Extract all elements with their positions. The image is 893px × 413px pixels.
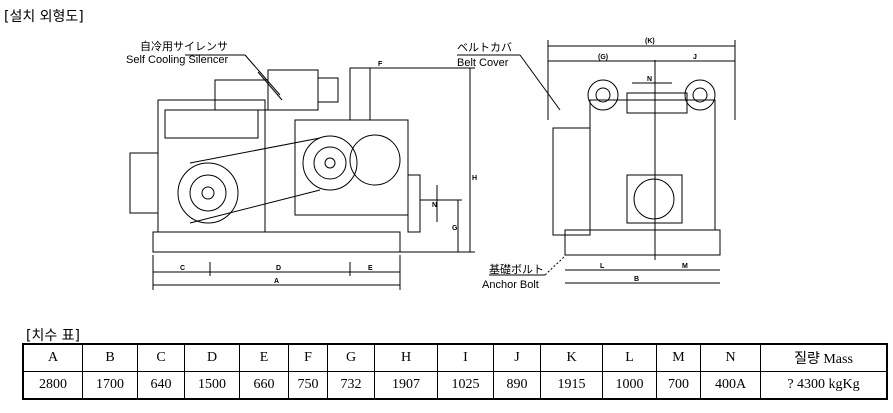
inlet-flange xyxy=(129,152,159,214)
header-cell: H xyxy=(374,343,438,372)
value-cell: 1915 xyxy=(540,371,603,400)
header-cell: B xyxy=(82,343,138,372)
base-frame xyxy=(152,231,401,253)
value-cell: 1700 xyxy=(82,371,138,400)
header-cell: G xyxy=(327,343,375,372)
blower-housing xyxy=(157,99,266,233)
header-cell: C xyxy=(137,343,185,372)
drawing-section-title: [설치 외형도] xyxy=(4,9,84,25)
dim-E: E xyxy=(368,265,373,272)
dim-C: C xyxy=(180,265,185,272)
belt-cover-label-en: Belt Cover xyxy=(457,57,509,69)
value-cell: 660 xyxy=(239,371,289,400)
belt-cover-label-jp: ベルトカバ xyxy=(457,41,512,54)
dim-F: F xyxy=(378,61,383,68)
value-cell: 1907 xyxy=(374,371,438,400)
header-cell: I xyxy=(437,343,494,372)
value-cell: 700 xyxy=(656,371,701,400)
dim-A: A xyxy=(274,278,279,285)
header-cell: F xyxy=(288,343,328,372)
side-view xyxy=(129,67,475,290)
header-cell: D xyxy=(184,343,240,372)
value-cell: 1500 xyxy=(184,371,240,400)
dim-J: J xyxy=(693,54,697,61)
installation-drawing: C D E A F H G N 自冷用サイレンサ Self Cooling Si… xyxy=(126,38,736,291)
header-cell: L xyxy=(602,343,657,372)
dim-L: L xyxy=(600,263,605,270)
value-cell: 732 xyxy=(327,371,375,400)
header-cell: J xyxy=(493,343,541,372)
header-cell: A xyxy=(22,343,83,372)
value-cell: 1000 xyxy=(602,371,657,400)
header-cell: K xyxy=(540,343,603,372)
value-cell: ? 4300 kgKg xyxy=(760,371,888,400)
header-cell: E xyxy=(239,343,289,372)
value-cell: 750 xyxy=(288,371,328,400)
motor-pulley xyxy=(177,162,239,224)
anchor-bolt-label-jp: 基礎ボルト xyxy=(489,263,544,276)
dim-D: D xyxy=(276,265,281,272)
dim-G: G xyxy=(452,225,458,232)
header-cell: 질량 Mass xyxy=(760,343,888,372)
value-cell: 2800 xyxy=(22,371,83,400)
belt-cover xyxy=(552,127,591,236)
value-cell: 890 xyxy=(493,371,541,400)
silencer-label-en: Self Cooling Silencer xyxy=(126,54,228,66)
value-cell: 400A xyxy=(700,371,761,400)
header-cell: N xyxy=(700,343,761,372)
blower-pulley xyxy=(302,135,358,191)
dim-N-side: N xyxy=(432,202,437,209)
dim-B: B xyxy=(634,276,639,283)
dim-H: H xyxy=(472,175,477,182)
dim-K: (K) xyxy=(645,38,655,45)
front-view xyxy=(547,40,736,284)
base-frame-front xyxy=(564,229,721,256)
value-cell: 1025 xyxy=(437,371,494,400)
table-section-title: [치수 표] xyxy=(26,328,81,344)
outlet-flange xyxy=(407,174,421,233)
value-cell: 640 xyxy=(137,371,185,400)
blower-body xyxy=(589,99,716,231)
dim-M: M xyxy=(682,263,688,270)
dim-N-front: N xyxy=(647,76,652,83)
anchor-bolt-label-en: Anchor Bolt xyxy=(482,279,539,291)
header-cell: M xyxy=(656,343,701,372)
dim-G-front: (G) xyxy=(598,54,608,61)
silencer-label-jp: 自冷用サイレンサ xyxy=(140,40,228,53)
